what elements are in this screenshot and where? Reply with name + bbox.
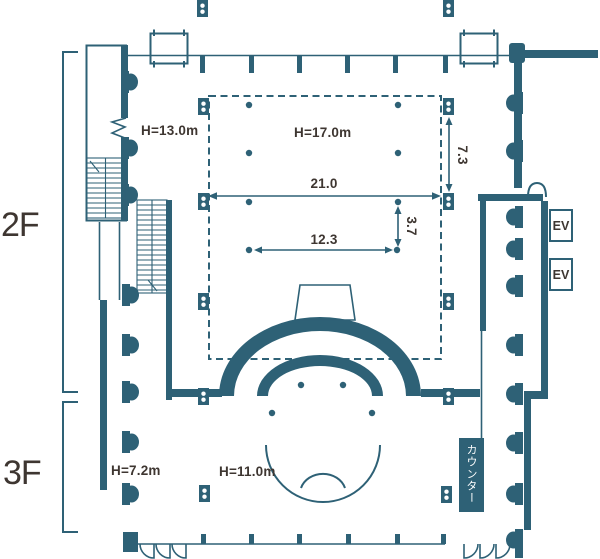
dim-width-12-3: 12.3 xyxy=(310,232,337,247)
column-markers xyxy=(197,0,454,503)
stage-arch xyxy=(166,284,480,503)
left-wall xyxy=(100,300,107,490)
folding-door xyxy=(109,117,128,141)
stairs-upper xyxy=(85,157,126,219)
arch-outer-band xyxy=(219,317,421,396)
skylight-box-right xyxy=(459,32,499,65)
ceiling-dots xyxy=(245,101,402,417)
stairs-lower xyxy=(136,199,168,294)
stair-side-wall xyxy=(166,200,172,400)
skylight-box-left xyxy=(149,32,189,65)
dim-depth-3-7: 3.7 xyxy=(404,216,419,235)
bottom-wall xyxy=(134,534,511,559)
dimension-21: 21.0 xyxy=(208,176,441,200)
left-wall-piers xyxy=(122,284,139,552)
floor-2-label: 2F xyxy=(1,206,39,244)
elevator-1-box xyxy=(549,209,573,242)
door-swing xyxy=(495,543,511,559)
counter-box xyxy=(459,438,484,512)
door-swing xyxy=(479,543,495,559)
stage-front-arc xyxy=(265,444,381,503)
top-wall-piers xyxy=(200,55,448,73)
floor-3-bracket xyxy=(62,401,78,533)
door-swing xyxy=(139,543,155,559)
podium-outline xyxy=(294,284,356,321)
upper-right-corridor xyxy=(506,43,598,198)
stair-rails xyxy=(98,222,121,300)
dimension-7-3: 7.3 xyxy=(445,117,470,192)
height-label-stage: H=11.0m xyxy=(219,464,276,479)
arch-inner-band xyxy=(257,355,383,396)
dim-depth-7-3: 7.3 xyxy=(455,145,470,165)
elevator-2-label: EV xyxy=(553,268,570,282)
stage-pit-arc xyxy=(300,472,346,489)
elevator-1: EV xyxy=(549,209,573,242)
top-wall xyxy=(128,29,511,73)
counter: カウンター xyxy=(459,438,484,512)
floor-3-label: 3F xyxy=(3,454,41,492)
elevator-2: EV xyxy=(549,258,573,291)
height-label-upper-hall: H=13.0m xyxy=(141,123,198,138)
floor-2-bracket xyxy=(62,51,78,393)
door-swing xyxy=(155,543,171,559)
lower-right-room xyxy=(478,194,548,558)
elevator-1-label: EV xyxy=(553,219,570,233)
counter-label: カウンター xyxy=(465,444,477,504)
upper-left-room xyxy=(85,44,138,222)
door-swing xyxy=(171,543,187,559)
dimension-3-7: 3.7 xyxy=(394,206,419,247)
elevator-2-box xyxy=(549,258,573,291)
dimension-12-3: 12.3 xyxy=(254,232,393,254)
height-label-void: H=17.0m xyxy=(294,125,351,140)
dim-width-21: 21.0 xyxy=(310,176,337,191)
height-label-corridor: H=7.2m xyxy=(111,463,161,478)
door-swing xyxy=(463,543,479,559)
